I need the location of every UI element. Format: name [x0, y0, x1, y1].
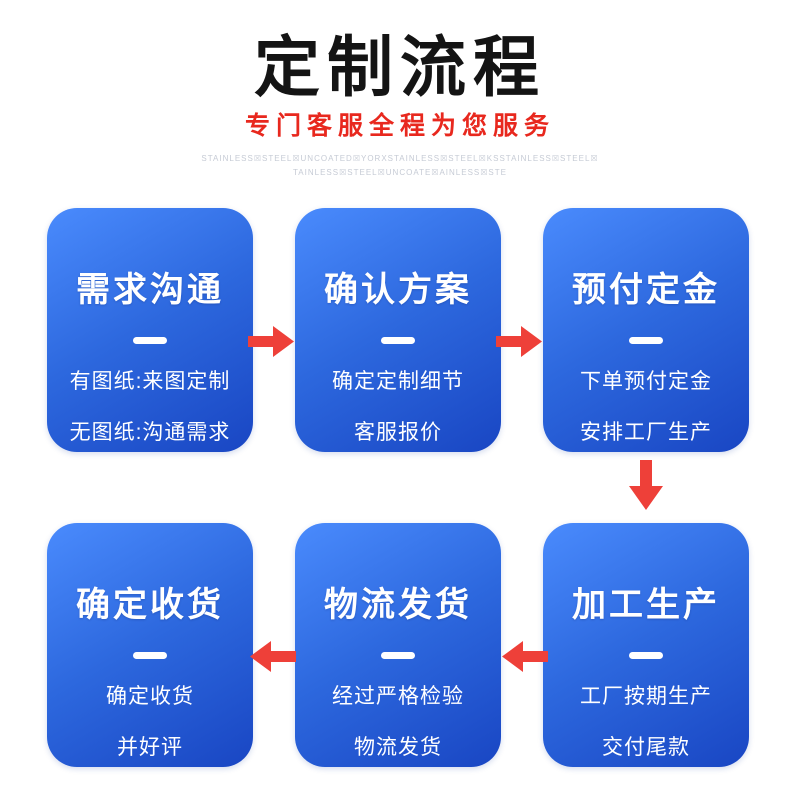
step-title: 加工生产 — [572, 586, 720, 624]
arrow-right-icon — [248, 326, 294, 357]
step-detail-line: 经过严格检验 — [332, 685, 464, 708]
divider-dash — [381, 652, 415, 659]
arrow-down-icon — [629, 460, 663, 510]
watermark-line-1: STAINLESS☒STEEL☒UNCOATED☒YORXSTAINLESS☒S… — [201, 154, 599, 163]
arrow-left-icon — [502, 641, 548, 672]
step-card-confirm-plan: 确认方案 确定定制细节 客服报价 — [295, 208, 501, 452]
divider-dash — [133, 652, 167, 659]
step-detail-line: 下单预付定金 — [580, 370, 712, 393]
step-detail-line: 确定定制细节 — [332, 370, 464, 393]
step-card-demand-communication: 需求沟通 有图纸:来图定制 无图纸:沟通需求 — [47, 208, 253, 452]
arrow-right-icon — [496, 326, 542, 357]
step-title: 确定收货 — [76, 586, 224, 624]
step-title: 确认方案 — [324, 271, 472, 309]
step-detail-line: 物流发货 — [354, 736, 442, 759]
step-title: 预付定金 — [572, 271, 720, 309]
step-card-prepay-deposit: 预付定金 下单预付定金 安排工厂生产 — [543, 208, 749, 452]
step-detail-line: 客服报价 — [354, 421, 442, 444]
step-card-confirm-receipt: 确定收货 确定收货 并好评 — [47, 523, 253, 767]
divider-dash — [133, 337, 167, 344]
step-title: 物流发货 — [324, 586, 472, 624]
watermark-line-2: TAINLESS☒STEEL☒UNCOATE☒AINLESS☒STE — [293, 168, 507, 177]
step-detail-line: 安排工厂生产 — [580, 421, 712, 444]
divider-dash — [629, 652, 663, 659]
step-title: 需求沟通 — [76, 271, 224, 309]
step-detail-line: 交付尾款 — [602, 736, 690, 759]
step-detail-line: 工厂按期生产 — [580, 685, 712, 708]
page-title: 定制流程 — [254, 30, 546, 104]
divider-dash — [629, 337, 663, 344]
page-subtitle: 专门客服全程为您服务 — [244, 112, 555, 140]
step-detail-line: 有图纸:来图定制 — [69, 370, 231, 393]
step-card-logistics-shipping: 物流发货 经过严格检验 物流发货 — [295, 523, 501, 767]
watermark-text: STAINLESS☒STEEL☒UNCOATED☒YORXSTAINLESS☒S… — [0, 152, 800, 180]
step-card-processing-production: 加工生产 工厂按期生产 交付尾款 — [543, 523, 749, 767]
arrow-left-icon — [250, 641, 296, 672]
step-detail-line: 无图纸:沟通需求 — [69, 421, 231, 444]
step-detail-line: 并好评 — [117, 736, 183, 759]
divider-dash — [381, 337, 415, 344]
step-detail-line: 确定收货 — [106, 685, 194, 708]
